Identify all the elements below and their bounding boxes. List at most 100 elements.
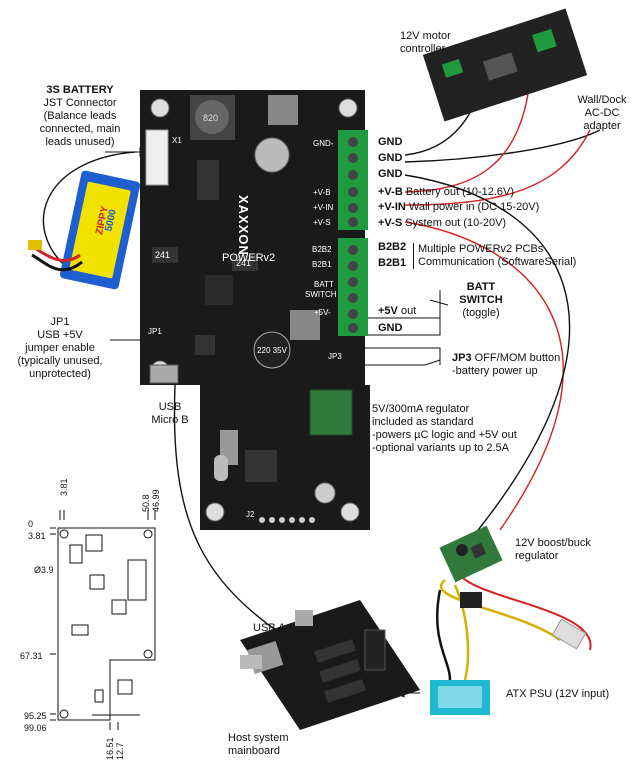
battery-sub: JST Connector — [43, 97, 117, 109]
pin-vin-row: +V-IN Wall power in (DC 15-20V) — [378, 201, 539, 214]
dim-4699: 46.99 — [151, 489, 161, 512]
dim-381-top: 3.81 — [58, 478, 71, 496]
pin-vs: +V-S — [378, 217, 403, 229]
batt-switch-line2: SWITCH — [459, 294, 503, 306]
mount-hole — [150, 98, 170, 118]
silk-x1: X1 — [172, 136, 182, 145]
regulator-line4: -optional variants up to 2.5A — [372, 442, 509, 454]
silk-vb: +V-B — [313, 188, 331, 197]
pcb-model: POWERv2 — [222, 252, 276, 264]
batt-switch-line1: BATT — [466, 281, 496, 293]
capacitor — [254, 137, 290, 173]
wire-usb-cable — [173, 384, 291, 641]
batt-switch-line3: (toggle) — [462, 307, 500, 319]
host-mainboard — [240, 600, 420, 730]
pin-vb: +V-B — [378, 186, 403, 198]
wire-battery-jst — [42, 151, 136, 271]
wire-gnd-black — [404, 174, 571, 541]
wire-wall-black — [404, 129, 601, 163]
jp1-line3: jumper enable — [25, 342, 95, 354]
silk-jp1: JP1 — [148, 327, 162, 336]
lipo-battery — [28, 170, 141, 290]
pin-5v: +5V — [378, 305, 398, 317]
pin-gnd-2: GND — [378, 152, 403, 164]
battery-title: 3S BATTERY — [46, 84, 114, 96]
wire-atx-yellow2 — [453, 584, 470, 681]
jp1-callout: JP1 USB +5V jumper enable (typically unu… — [10, 316, 110, 381]
wall-line3: adapter — [583, 120, 621, 132]
pin-gnd-4: GND — [378, 322, 403, 334]
wire-atx-black — [435, 589, 452, 681]
motor-callout: 12V motor controller — [400, 30, 451, 56]
capacitor — [314, 482, 336, 504]
battery-desc1: (Balance leads — [43, 110, 117, 122]
pin-gnd-1: GND — [378, 136, 403, 148]
b2b-desc: Multiple POWERv2 PCBs Communication (Sof… — [413, 243, 576, 269]
host-line2: mainboard — [228, 745, 280, 757]
boost-callout: 12V boost/buck regulator — [515, 537, 591, 563]
atx-callout: ATX PSU (12V input) — [506, 688, 610, 700]
wall-line1: Wall/Dock — [577, 94, 627, 106]
silk-vin: +V-IN — [313, 203, 334, 212]
silk-5v: +5V- — [314, 308, 331, 317]
mount-hole — [338, 98, 358, 118]
pin-b2b2: B2B2 — [378, 241, 407, 253]
battery-callout: 3S BATTERY JST Connector (Balance leads … — [30, 84, 130, 149]
jp3-callout: JP3 OFF/MOM button -battery power up — [452, 352, 560, 378]
jp1-title: JP1 — [50, 316, 70, 328]
boost-line1: 12V boost/buck — [515, 537, 591, 549]
dim-381-text: 3.81 — [59, 478, 69, 496]
batt-switch-callout: BATT SWITCH (toggle) — [446, 281, 516, 320]
usb-micro-callout: USB Micro B — [140, 401, 200, 427]
usb-line1: USB — [158, 401, 182, 413]
wire-motor-red — [404, 79, 531, 193]
pin-gnd-3: GND — [378, 168, 403, 180]
silk-b2b1: B2B1 — [312, 260, 332, 269]
jst-connector — [145, 129, 169, 186]
usb-micro-port — [149, 364, 179, 384]
cap-value: 220 35V — [257, 346, 287, 355]
wall-line2: AC-DC — [584, 107, 620, 119]
pin-vs-row: +V-S System out (10-20V) — [378, 217, 506, 230]
power-pcb — [140, 90, 370, 530]
wire-vs-red — [404, 221, 564, 531]
usb-line2: Micro B — [151, 414, 189, 426]
jp1-line5: unprotected) — [29, 368, 91, 380]
silk-switch: SWITCH — [305, 290, 337, 299]
battery-desc3: leads unused) — [45, 136, 115, 148]
regulator-line2: included as standard — [372, 416, 474, 428]
wall-callout: Wall/Dock AC-DC adapter — [570, 94, 634, 133]
dim-diameter: Ø3.9 — [34, 565, 54, 575]
boost-regulator — [439, 525, 503, 583]
mount-hole — [340, 502, 360, 522]
motor-controller-board — [422, 8, 588, 122]
pin-vin-desc: Wall power in (DC 15-20V) — [408, 201, 540, 213]
b2b-desc1: Multiple POWERv2 PCBs — [418, 243, 544, 255]
dim-6731: 67.31 — [20, 651, 43, 661]
silk-jp3: JP3 — [328, 352, 342, 361]
regulator-line3: -powers µC logic and +5V out — [372, 429, 517, 441]
pin-vb-row: +V-B Battery out (10-12.6V) — [378, 186, 514, 199]
motor-line1: 12V motor — [400, 30, 451, 42]
dim-381-left: 3.81 — [28, 531, 46, 541]
silk-j2: J2 — [246, 510, 255, 519]
silk-b2b2: B2B2 — [312, 245, 332, 254]
dim-9525: 95.25 — [24, 711, 47, 721]
pin-b2b1: B2B1 — [378, 257, 407, 269]
pin-5v-desc: out — [400, 305, 417, 317]
pin-vb-desc: Battery out (10-12.6V) — [405, 186, 515, 198]
wire-atx-red — [459, 574, 592, 651]
regulator-module — [309, 389, 353, 436]
regulator-callout: 5V/300mA regulator included as standard … — [372, 403, 517, 455]
host-callout: Host system mainboard — [228, 732, 289, 758]
host-line1: Host system — [228, 732, 289, 744]
silk-vs: +V-S — [313, 218, 331, 227]
wire-wall-red — [404, 129, 591, 206]
header-j2 — [259, 517, 315, 523]
capacitor — [253, 331, 291, 369]
inductor-value: 820 — [203, 113, 219, 123]
b2b-desc2: Communication (SoftwareSerial) — [418, 256, 577, 268]
ic-label: 241 — [155, 250, 171, 260]
silk-gnd: GND- — [313, 139, 334, 148]
usb-a-callout: USB A — [253, 622, 286, 634]
